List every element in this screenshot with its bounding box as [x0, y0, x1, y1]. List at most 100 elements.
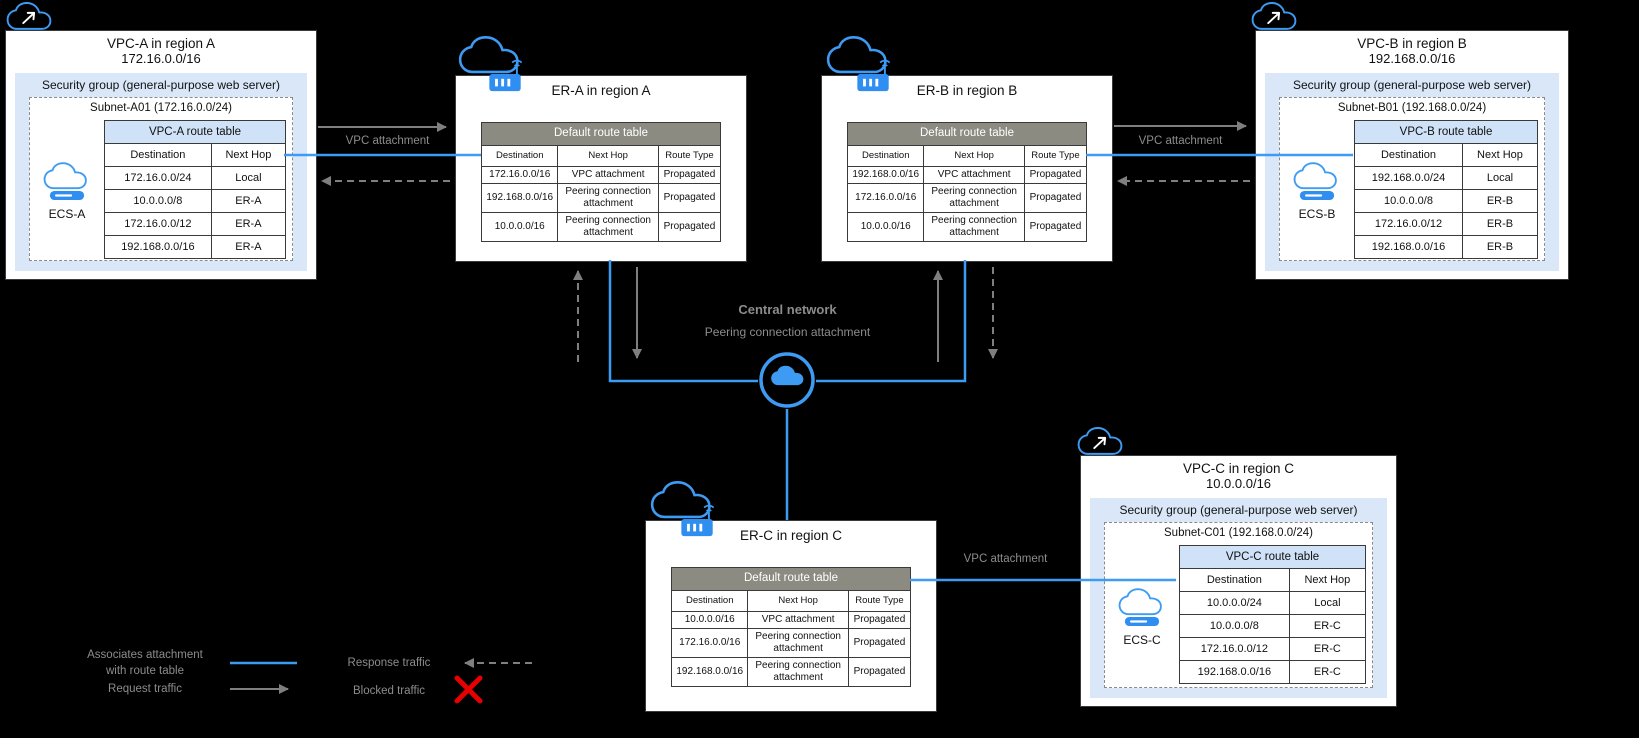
cell: ER-A: [210, 189, 287, 213]
cell: 10.0.0.0/8: [104, 189, 212, 213]
er-c-route-table: Default route table Destination Next Hop…: [670, 567, 912, 687]
default-route-table-title: Default route table: [847, 122, 1087, 146]
cell: ER-C: [1288, 637, 1367, 661]
cell: 10.0.0.0/16: [480, 212, 559, 242]
col-header: Next Hop: [1461, 143, 1539, 167]
legend-blocked-label: Blocked traffic: [352, 685, 425, 697]
table-title-row: Default route table: [847, 122, 1087, 146]
cell: 172.16.0.0/16: [670, 628, 749, 658]
cell: 10.0.0.0/16: [846, 212, 925, 242]
vpc-attachment-label-left: VPC attachment: [345, 135, 430, 147]
cell: Peering connection attachment: [923, 212, 1025, 242]
cell: Peering connection attachment: [923, 183, 1025, 213]
vpc-c-security-group: Security group (general-purpose web serv…: [1090, 498, 1387, 698]
cell: 192.168.0.0/16: [480, 183, 559, 213]
cell: 172.16.0.0/12: [104, 212, 212, 236]
table-title-row: Default route table: [481, 122, 721, 146]
cell: Propagated: [847, 611, 912, 629]
cell: 172.16.0.0/16: [846, 183, 925, 213]
cell: 172.16.0.0/12: [1354, 212, 1463, 236]
default-route-table-title: Default route table: [671, 567, 911, 591]
ecs-label: ECS-C: [1123, 632, 1161, 647]
cell: ER-A: [210, 212, 287, 236]
legend-associates-line1: Associates attachment: [87, 649, 203, 661]
ecs-label: ECS-B: [1298, 206, 1336, 221]
table-header-row: Destination Next Hop: [104, 143, 287, 167]
cell: 172.16.0.0/12: [1179, 637, 1290, 661]
cell: 10.0.0.0/8: [1354, 189, 1463, 213]
central-network-subtitle: Peering connection attachment: [704, 325, 871, 339]
security-group-label: Security group (general-purpose web serv…: [1119, 503, 1358, 517]
cell: Propagated: [1023, 212, 1088, 242]
cell: Propagated: [1023, 183, 1088, 213]
cell: 192.168.0.0/16: [846, 166, 925, 184]
vpc-a-route-table: VPC-A route table Destination Next Hop 1…: [104, 120, 287, 262]
cell: ER-B: [1461, 235, 1539, 259]
central-network-icon: [759, 352, 815, 408]
col-header: Destination: [104, 143, 212, 167]
table-title-row: VPC-C route table: [1179, 545, 1366, 569]
vpc-b-cidr: 192.168.0.0/16: [1368, 51, 1456, 66]
vpc-attachment-label-bottom: VPC attachment: [963, 553, 1048, 565]
table-title-row: VPC-A route table: [104, 120, 286, 144]
cell: ER-C: [1288, 614, 1367, 638]
table-header-row: Destination Next Hop Route Type: [846, 145, 1088, 167]
central-network-title: Central network: [738, 302, 837, 317]
ecs-c: ECS-C: [1105, 545, 1179, 689]
col-header: Route Type: [657, 145, 722, 167]
cell: Propagated: [657, 166, 722, 184]
ecs-server-icon: [1293, 162, 1341, 202]
cell: ER-C: [1288, 660, 1367, 684]
cell: ER-B: [1461, 189, 1539, 213]
cell: VPC attachment: [557, 166, 659, 184]
table-title-row: VPC-B route table: [1354, 120, 1538, 144]
col-header: Next Hop: [557, 145, 659, 167]
er-c-router-icon: [650, 481, 726, 540]
subnet-label: Subnet-B01 (192.168.0.0/24): [1337, 102, 1487, 114]
association-line-era-central: [608, 260, 758, 383]
cell: 192.168.0.0/16: [104, 235, 212, 259]
cell: Propagated: [1023, 166, 1088, 184]
cell: Peering connection attachment: [747, 657, 849, 687]
vpc-attachment-label-right: VPC attachment: [1138, 135, 1223, 147]
legend-associates-label: Associates attachment with route table: [64, 647, 226, 679]
ecs-server-icon: [43, 162, 91, 202]
er-a-title: ER-A in region A: [551, 83, 651, 98]
cell: ER-A: [210, 235, 287, 259]
vpc-a-cidr: 172.16.0.0/16: [121, 51, 201, 66]
security-group-label: Security group (general-purpose web serv…: [1292, 78, 1532, 92]
vpc-a-security-group: Security group (general-purpose web serv…: [15, 73, 307, 271]
ecs-b: ECS-B: [1280, 120, 1354, 262]
vpc-c-cidr: 10.0.0.0/16: [1205, 476, 1272, 491]
cell: Peering connection attachment: [557, 183, 659, 213]
cell: 10.0.0.0/16: [670, 611, 749, 629]
vpc-b-box: VPC-B in region B 192.168.0.0/16 Securit…: [1255, 30, 1569, 280]
vpc-c-subnet: Subnet-C01 (192.168.0.0/24) ECS-C VPC-C …: [1104, 522, 1373, 688]
col-header: Route Type: [1023, 145, 1088, 167]
ecs-a: ECS-A: [30, 120, 104, 262]
route-table-title: VPC-C route table: [1179, 545, 1366, 569]
col-header: Next Hop: [747, 590, 849, 612]
cell: Propagated: [847, 628, 912, 658]
col-header: Destination: [846, 145, 925, 167]
vpc-c-box: VPC-C in region C 10.0.0.0/16 Security g…: [1080, 455, 1397, 707]
cell: 10.0.0.0/24: [1179, 591, 1290, 615]
er-c-box: ER-C in region C Default route table Des…: [645, 520, 937, 712]
cell: 192.168.0.0/16: [670, 657, 749, 687]
cell: Propagated: [847, 657, 912, 687]
vpc-a-subnet: Subnet-A01 (172.16.0.0/24) ECS-A VPC-A r…: [29, 97, 293, 261]
cell: 172.16.0.0/24: [104, 166, 212, 190]
